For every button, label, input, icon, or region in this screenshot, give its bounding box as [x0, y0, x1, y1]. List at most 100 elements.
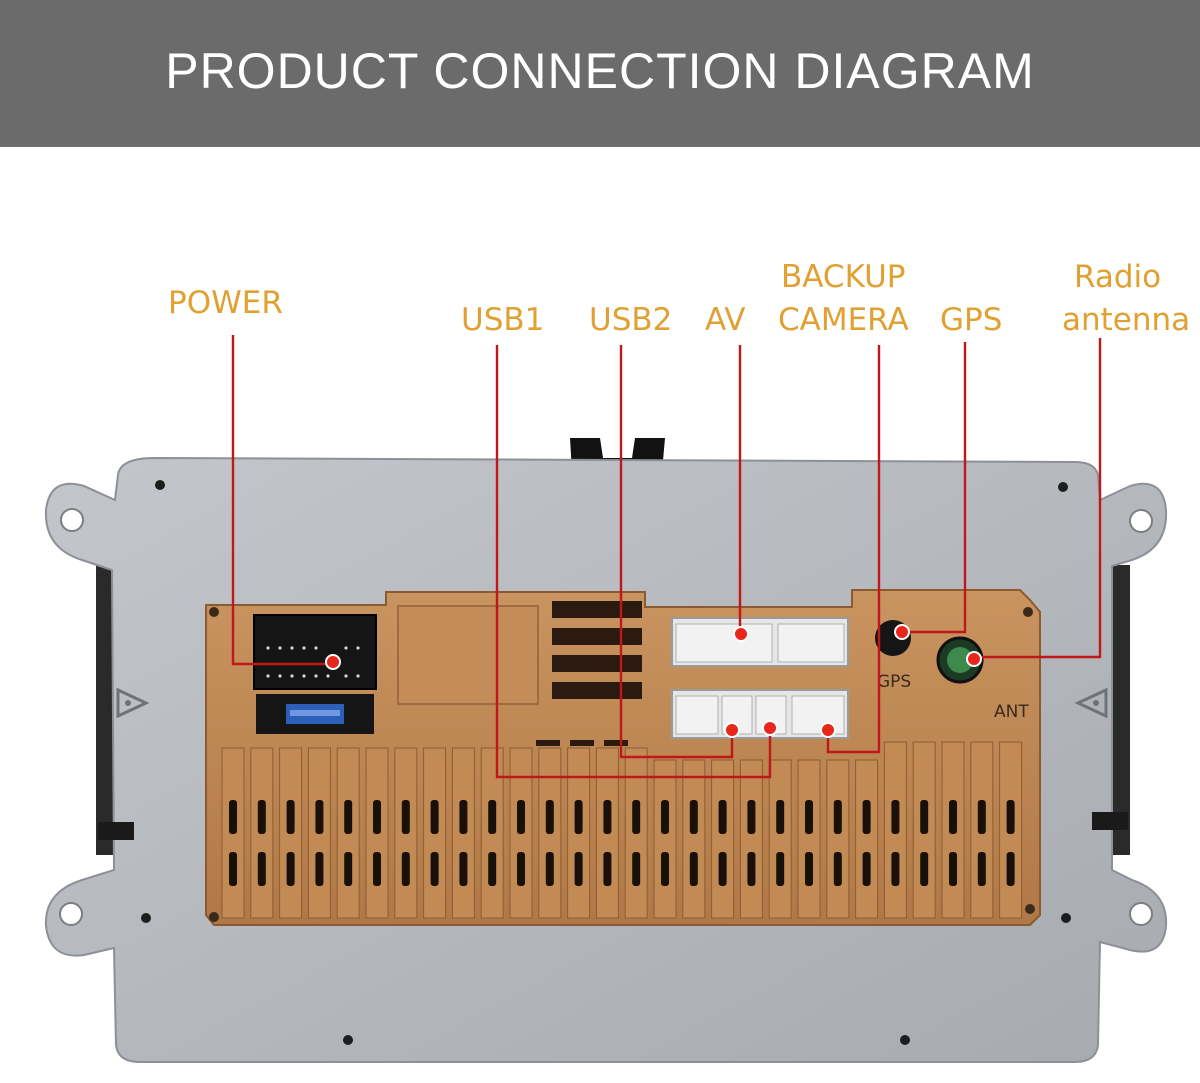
leader-backup-camera [826, 345, 881, 754]
heatsink-slot [776, 800, 785, 834]
heatsink-slot [949, 852, 957, 886]
label-gps: GPS [940, 302, 1003, 338]
heatsink-slot [401, 800, 410, 834]
heatsink-fin [682, 759, 706, 919]
vent-dash [536, 740, 560, 746]
marker-radio-antenna [966, 651, 982, 667]
housing-screw [209, 912, 219, 922]
housing-screw [1025, 904, 1035, 914]
usb1-connector [675, 695, 719, 735]
heatsink-slot [661, 852, 669, 886]
heatsink-slot [488, 800, 497, 834]
bracket-hole [59, 902, 83, 926]
label-camera: CAMERA [778, 302, 909, 338]
heatsink-slot [661, 800, 669, 834]
page-title: PRODUCT CONNECTION DIAGRAM [165, 43, 1035, 99]
antenna-marking: ANT [994, 702, 1029, 722]
side-notch [1092, 812, 1128, 830]
heatsink-slot [689, 852, 698, 886]
bracket-hole [1129, 902, 1153, 926]
vent-slot [552, 628, 642, 645]
marker-usb2 [724, 722, 740, 738]
heatsink-slot [430, 852, 439, 886]
heatsink-slot [603, 800, 612, 834]
label-backup: BACKUP [781, 259, 906, 295]
gps-marking: GPS [877, 672, 911, 692]
heatsink-slot [805, 852, 813, 886]
triangle-mark [116, 687, 150, 719]
heatsink-slot [459, 800, 468, 834]
label-power: POWER [168, 285, 283, 321]
housing-screw [1023, 607, 1033, 617]
heatsink-fin [797, 759, 821, 919]
heatsink-slot [401, 852, 410, 886]
port-markers [325, 624, 982, 738]
heatsink-slot [517, 800, 525, 834]
heatsink-slot [229, 800, 237, 834]
label-usb1: USB1 [461, 302, 545, 338]
housing-screw [209, 607, 219, 617]
leader-power [231, 335, 333, 666]
heatsink-slot [574, 800, 583, 834]
heatsink-slot [286, 852, 295, 886]
heatsink-slot [545, 852, 554, 886]
usb-port-tongue [290, 710, 340, 716]
triangle-mark-dot [1093, 700, 1099, 706]
heatsink-slot [949, 800, 957, 834]
marker-gps [894, 624, 910, 640]
heatsink-slot [862, 852, 871, 886]
heatsink-slot [344, 852, 353, 886]
side-notch [98, 822, 134, 840]
heatsink-slot [430, 800, 439, 834]
heatsink-fins [221, 741, 1023, 919]
heatsink-fin [826, 759, 850, 919]
heatsink-slot [632, 800, 641, 834]
heatsink-slot [891, 800, 900, 834]
heatsink-slot [488, 852, 497, 886]
heatsink-slot [977, 852, 986, 886]
bracket-hole [1129, 509, 1153, 533]
heatsink-slot [257, 852, 266, 886]
heatsink-fin [855, 759, 879, 919]
label-usb2: USB2 [589, 302, 673, 338]
camera-connector [791, 695, 845, 735]
heatsink-slot [920, 800, 929, 834]
rivet [343, 1035, 353, 1045]
heatsink-slot [718, 852, 727, 886]
leader-usb2 [619, 345, 734, 759]
heatsink-slot [603, 852, 612, 886]
heatsink-slot [862, 800, 871, 834]
heatsink-slot [286, 800, 295, 834]
heatsink-fin [739, 759, 763, 919]
heatsink-slot [373, 852, 381, 886]
label-antenna: antenna [1062, 302, 1191, 338]
heatsink-slot [229, 852, 237, 886]
heatsink-fin [653, 759, 677, 919]
heatsink-slot [891, 852, 900, 886]
rivet [1058, 482, 1068, 492]
heatsink-slot [833, 800, 842, 834]
av-connector [675, 623, 773, 663]
bracket-hole [60, 508, 84, 532]
power-connector [253, 614, 377, 690]
rivet [900, 1035, 910, 1045]
vent-dash [570, 740, 594, 746]
heatsink-slot [689, 800, 698, 834]
heatsink-slot [747, 852, 756, 886]
heatsink-slot [257, 800, 266, 834]
leader-gps [902, 342, 967, 634]
heatsink-slot [805, 800, 813, 834]
aux-connector [777, 623, 845, 663]
label-av: AV [705, 302, 746, 338]
heatsink-slot [574, 852, 583, 886]
heatsink-slot [632, 852, 641, 886]
vent-dash [604, 740, 628, 746]
heatsink-slot [517, 852, 525, 886]
marker-backup-camera [820, 722, 836, 738]
heatsink-slot [459, 852, 468, 886]
heatsink-slot [977, 800, 986, 834]
heatsink-slot [920, 852, 929, 886]
power-connector-pins [266, 646, 360, 678]
heatsink-slot [315, 800, 324, 834]
